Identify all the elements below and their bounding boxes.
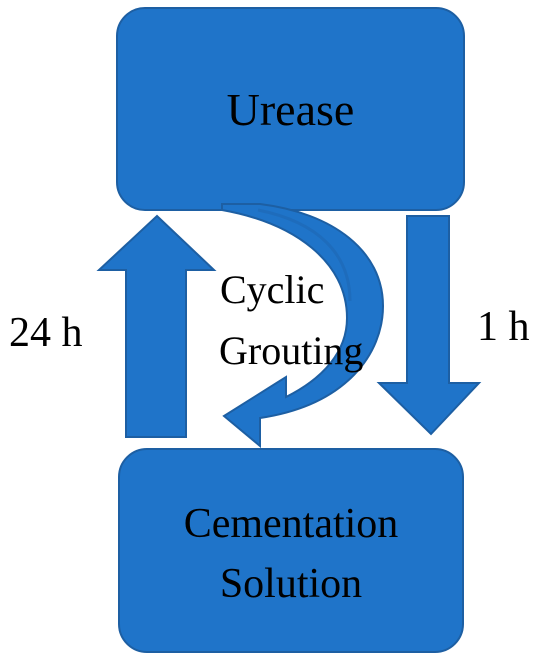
right-arrow-label: 1 h (477, 304, 530, 350)
center-arrow-label-line2: Grouting (219, 328, 364, 373)
cementation-label-line1: Cementation (183, 501, 399, 547)
curved-arrow-shadow-icon (257, 208, 352, 302)
up-arrow-icon (96, 214, 217, 438)
urease-label: Urease (226, 84, 355, 135)
cementation-solution-box (118, 448, 464, 653)
down-arrow-icon (376, 215, 482, 436)
center-arrow-label-line1: Cyclic (220, 267, 325, 312)
left-arrow-label: 24 h (9, 310, 83, 356)
curved-arrow-icon (221, 203, 385, 449)
cementation-label-line2: Solution (219, 561, 363, 607)
